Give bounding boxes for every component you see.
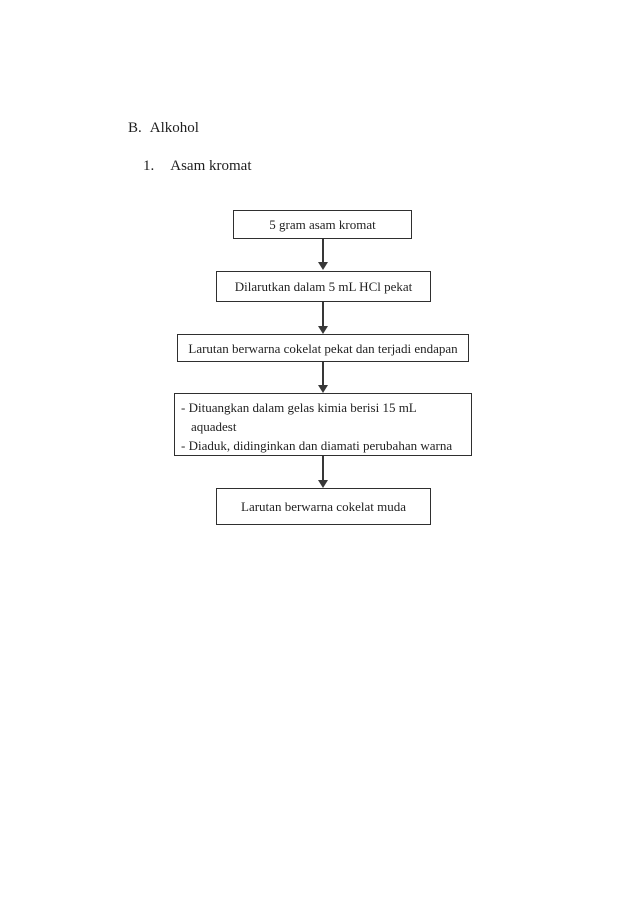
list-item-number: 1. — [143, 158, 155, 174]
flow-step-1-box: 5 gram asam kromat — [233, 210, 412, 239]
arrow-head-icon — [318, 262, 328, 270]
arrow-line — [322, 239, 324, 263]
arrow-line — [322, 362, 324, 386]
arrow-head-icon — [318, 326, 328, 334]
section-title: Alkohol — [149, 120, 199, 136]
arrow-head-icon — [318, 385, 328, 393]
arrow-line — [322, 302, 324, 327]
flow-arrow-2 — [317, 302, 329, 334]
flow-step-3-text: Larutan berwarna cokelat pekat dan terja… — [188, 340, 458, 356]
section-label: B. — [128, 120, 142, 136]
flow-step-2-box: Dilarutkan dalam 5 mL HCl pekat — [216, 271, 431, 302]
flow-step-4-line-1: - Dituangkan dalam gelas kimia berisi 15… — [181, 400, 417, 415]
flow-step-2-text: Dilarutkan dalam 5 mL HCl pekat — [234, 279, 413, 294]
flow-step-4-line-2: aquadest — [191, 419, 237, 434]
flow-arrow-1 — [317, 239, 329, 270]
flow-step-4-line-3: - Diaduk, didinginkan dan diamati peruba… — [181, 438, 453, 453]
flow-step-1-text: 5 gram asam kromat — [269, 217, 376, 232]
list-item-heading: 1. Asam kromat — [143, 157, 251, 175]
arrow-head-icon — [318, 480, 328, 488]
section-heading: B. Alkohol — [128, 119, 199, 137]
flow-arrow-4 — [317, 456, 329, 488]
list-item-title: Asam kromat — [170, 158, 252, 174]
arrow-line — [322, 456, 324, 481]
flow-step-4-box: - Dituangkan dalam gelas kimia berisi 15… — [174, 393, 472, 456]
flow-arrow-3 — [317, 362, 329, 393]
flow-step-5-text: Larutan berwarna cokelat muda — [241, 499, 406, 514]
flow-step-5-box: Larutan berwarna cokelat muda — [216, 488, 431, 525]
flow-step-3-box: Larutan berwarna cokelat pekat dan terja… — [177, 334, 469, 362]
